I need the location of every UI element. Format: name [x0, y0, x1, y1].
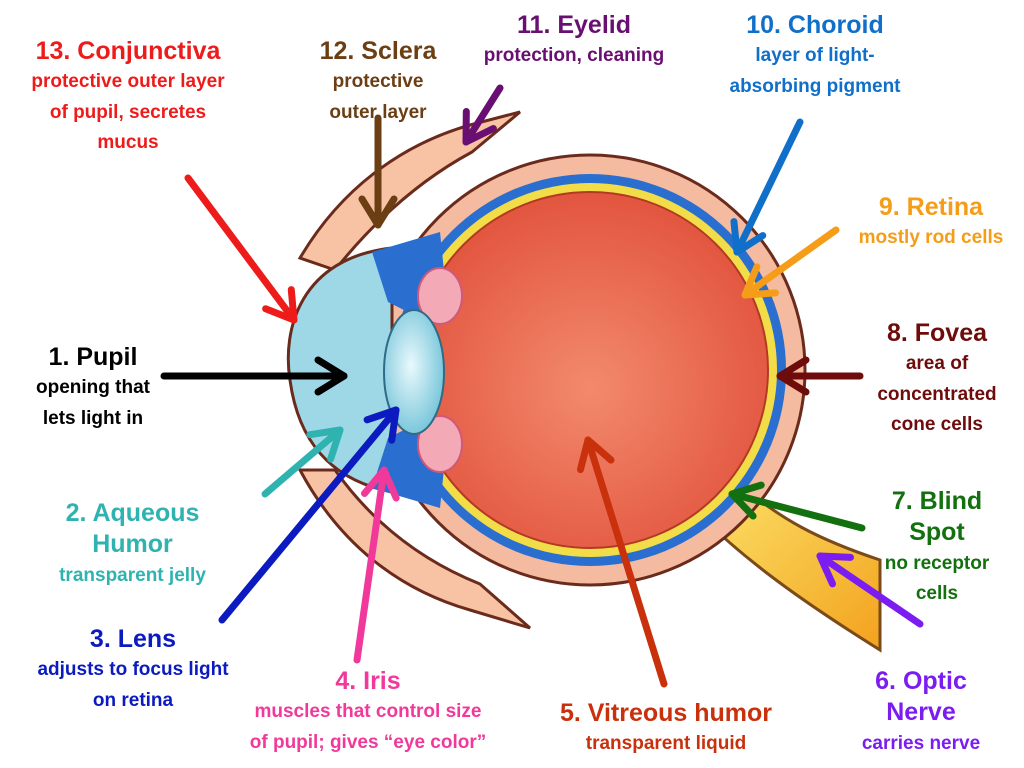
arrow-vitreous-head	[576, 436, 615, 474]
arrow-eyelid-shaft	[462, 84, 504, 146]
arrow-blind-spot-shaft	[728, 490, 866, 532]
ciliary-muscle-upper	[417, 267, 463, 325]
arrow-aqueous-shaft	[261, 426, 344, 498]
label-desc-line: mucus	[97, 132, 159, 154]
label-desc-line: transparent liquid	[585, 733, 747, 755]
label-desc-line: of pupil, secretes	[49, 101, 207, 123]
label-desc-line: adjusts to focus light	[37, 659, 229, 681]
label-desc-line: cells	[915, 582, 959, 604]
label-desc-line: area of	[905, 353, 969, 375]
label-title: 11. Eyelid	[517, 11, 631, 39]
vitreous-body	[411, 191, 769, 549]
label-desc-line: of pupil; gives “eye color”	[249, 731, 487, 753]
label-desc-line: carries nerve	[861, 732, 981, 754]
label-title: 7. Blind Spot	[891, 487, 983, 547]
label-desc-line: opening that	[36, 377, 150, 399]
arrow-iris-head	[361, 466, 400, 502]
label-retina: 9. Retina mostly rod cells	[838, 192, 1024, 254]
lower-eyelid	[297, 468, 531, 630]
label-lens: 3. Lens adjusts to focus light on retina	[18, 624, 248, 716]
label-conjunctiva: 13. Conjunctiva protective outer layer o…	[4, 36, 252, 158]
label-desc-line: protection, cleaning	[483, 45, 665, 67]
label-title: 13. Conjunctiva	[35, 37, 221, 65]
arrow-iris-shaft	[353, 466, 388, 664]
label-title: 8. Fovea	[886, 319, 988, 347]
label-choroid: 10. Choroid layer of light- absorbing pi…	[702, 10, 928, 102]
arrow-conjunctiva-shaft	[184, 174, 298, 324]
label-desc-line: protective outer layer	[31, 71, 225, 93]
arrow-retina-shaft	[741, 226, 840, 299]
label-desc-line: protective	[332, 71, 424, 93]
label-desc-line: lets light in	[42, 407, 144, 429]
label-title: 4. Iris	[335, 667, 401, 695]
label-desc-line: layer of light-	[755, 45, 875, 67]
label-desc-line: no receptor	[884, 552, 990, 574]
label-desc-line: on retina	[92, 689, 174, 711]
arrow-choroid-shaft	[733, 118, 804, 256]
label-title: 10. Choroid	[746, 11, 884, 39]
label-title: 9. Retina	[878, 193, 984, 221]
optic-nerve-shape	[697, 477, 882, 653]
arrow-aqueous-head	[306, 426, 344, 463]
label-pupil: 1. Pupil opening that lets light in	[18, 342, 168, 434]
arrow-lens-head	[363, 406, 400, 444]
arrow-conjunctiva-head	[262, 286, 298, 324]
arrow-pupil-head	[314, 356, 348, 396]
label-sclera: 12. Sclera protective outer layer	[298, 36, 458, 128]
arrow-optic-nerve-shaft	[816, 552, 924, 628]
arrow-blind-spot-head	[728, 481, 765, 520]
label-title: 2. Aqueous Humor	[65, 499, 200, 559]
arrow-lens-shaft	[218, 406, 400, 624]
label-desc-line: cone cells	[891, 414, 983, 436]
label-title: 5. Vitreous humor	[559, 699, 773, 727]
label-eyelid: 11. Eyelid protection, cleaning	[455, 10, 693, 72]
label-desc-line: mostly rod cells	[858, 227, 1004, 249]
arrow-vitreous-shaft	[584, 436, 668, 688]
label-fovea: 8. Fovea area of concentrated cone cells	[862, 318, 1012, 440]
label-title: 3. Lens	[89, 625, 177, 653]
label-desc-line: muscles that control size	[254, 701, 482, 723]
label-desc-line: absorbing pigment	[729, 75, 901, 97]
arrow-retina-head	[741, 263, 779, 299]
label-title: 12. Sclera	[319, 37, 437, 65]
label-title: 1. Pupil	[48, 343, 138, 371]
arrows-group	[160, 84, 924, 688]
label-vitreous: 5. Vitreous humor transparent liquid	[535, 698, 797, 760]
label-optic-nerve: 6. Optic Nerve carries nerve	[846, 666, 996, 759]
label-desc-line: concentrated	[877, 383, 997, 405]
arrow-sclera-head	[358, 195, 398, 229]
upper-eyelid	[297, 110, 521, 272]
label-iris: 4. Iris muscles that control size of pup…	[228, 666, 508, 758]
label-desc-line: transparent jelly	[59, 564, 206, 586]
label-blind-spot: 7. Blind Spot no receptor cells	[862, 486, 1012, 609]
ciliary-muscle-lower	[417, 415, 463, 473]
arrow-choroid-head	[730, 218, 767, 256]
arrow-fovea-head	[776, 356, 810, 396]
label-desc-line: outer layer	[329, 101, 427, 123]
label-aqueous: 2. Aqueous Humor transparent jelly	[20, 498, 245, 591]
arrow-eyelid-head	[462, 107, 497, 146]
arrow-optic-nerve-head	[816, 552, 854, 588]
label-title: 6. Optic Nerve	[875, 667, 967, 727]
lens-shape	[383, 309, 445, 435]
